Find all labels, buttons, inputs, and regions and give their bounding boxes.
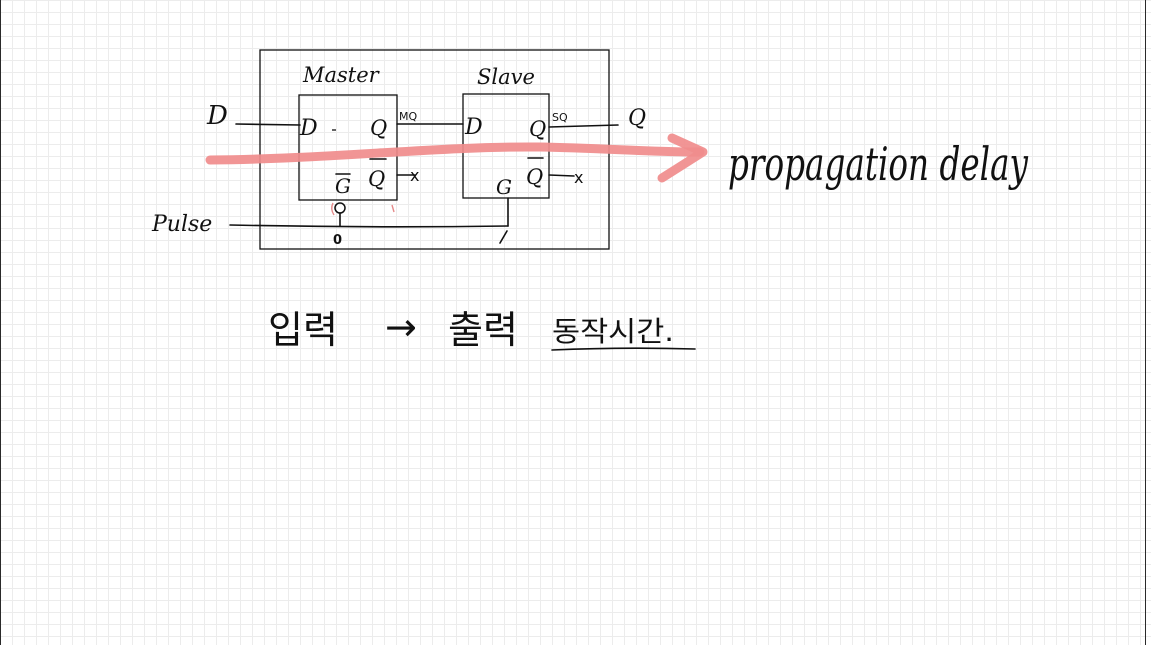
master-q-wire-label: MQ (399, 110, 417, 123)
slave-q-wire-label: SQ (552, 111, 568, 124)
pulse-wire (229, 224, 509, 228)
slave-g-value-mark (499, 230, 508, 244)
master-d-pin: D (299, 116, 318, 141)
page-left-edge (0, 0, 1, 645)
slave-g-pin: G (496, 175, 512, 199)
note-arrow: → (385, 305, 417, 349)
master-title: Master (302, 63, 381, 87)
slave-qbar-unused-mark: x (574, 168, 583, 187)
slave-title: Slave (477, 65, 535, 89)
propagation-arrow-shaft (205, 142, 705, 165)
master-qbar-pin: Q (368, 167, 385, 191)
propagation-arrow-head (657, 133, 708, 183)
master-g-pin: G (335, 174, 351, 198)
master-q-pin: Q (370, 116, 387, 140)
red-scribble-right (391, 204, 395, 213)
pulse-label: Pulse (151, 212, 212, 237)
input-d-wire (235, 123, 301, 126)
master-qbar-unused-mark: x (410, 166, 419, 185)
propagation-delay-label: propagation delay (728, 137, 1029, 191)
master-g-value: 0 (333, 233, 342, 248)
note-operation-time: 동작시간. (552, 315, 674, 348)
master-g-inverter-bubble (334, 202, 346, 214)
note-input: 입력 (268, 308, 338, 352)
note-underline (551, 347, 696, 351)
slave-qbar-pin: Q (526, 165, 543, 189)
slave-qbar-wire (548, 174, 575, 177)
output-q-label: Q (628, 106, 646, 131)
red-scribble-left (331, 202, 335, 216)
slave-q-pin: Q (529, 117, 546, 141)
page-right-edge (1145, 0, 1146, 645)
slave-d-pin: D (464, 115, 483, 140)
output-q-wire (548, 124, 619, 128)
note-output: 출력 (448, 308, 518, 352)
input-d-label: D (206, 101, 228, 131)
